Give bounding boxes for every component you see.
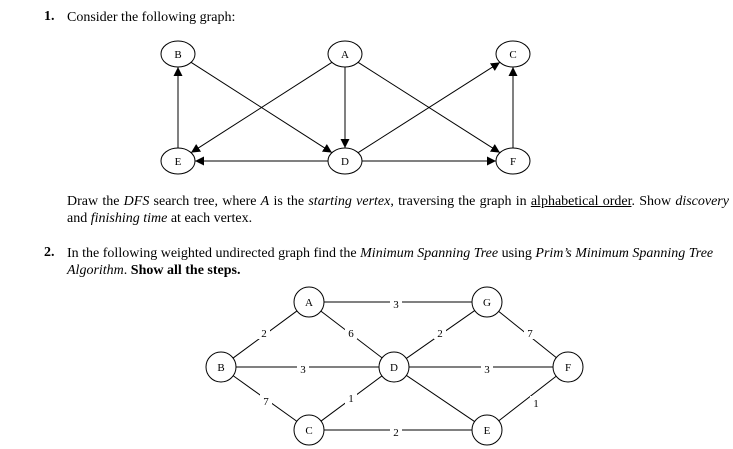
node-B: B [205, 351, 237, 383]
node-label: A [305, 297, 313, 309]
node-label: G [483, 297, 491, 309]
node-D: D [378, 351, 410, 383]
edge-C-E: 2 [324, 425, 472, 439]
question-1-instruction: Draw the DFS search tree, where A is the… [67, 194, 729, 226]
node-A: A [293, 286, 325, 318]
question-2-number: 2. [44, 245, 55, 260]
node-label: E [175, 156, 182, 168]
node-label: C [305, 425, 312, 437]
node-label: D [390, 362, 398, 374]
node-label: F [565, 362, 571, 374]
edge-E-F: 1 [498, 375, 557, 422]
edge-D-to-C [357, 61, 501, 154]
edge-C-D: 1 [320, 375, 383, 422]
node-label: A [341, 49, 349, 61]
edge-weight: 2 [437, 328, 443, 340]
node-D: D [327, 147, 363, 175]
node-F: F [552, 351, 584, 383]
edge-weight: 1 [533, 398, 539, 410]
edge-weight: 7 [527, 328, 533, 340]
edge-B-D: 3 [236, 362, 379, 376]
node-label: D [341, 156, 349, 168]
question-2-text: In the following weighted undirected gra… [67, 246, 714, 278]
node-E: E [471, 414, 503, 446]
edge-A-to-E [190, 61, 333, 154]
directed-graph-edges [173, 61, 518, 166]
edge-D-F: 3 [409, 362, 553, 376]
edge-weight: 3 [484, 364, 490, 376]
node-F: F [495, 147, 531, 175]
edge-G-F: 7 [498, 310, 557, 359]
edge-weight: 2 [261, 328, 267, 340]
node-label: C [509, 49, 516, 61]
node-C: C [495, 40, 531, 68]
edge-weight: 3 [300, 364, 306, 376]
question-1-number: 1. [44, 9, 55, 24]
edge-weight: 2 [393, 427, 399, 439]
node-A: A [327, 40, 363, 68]
edge-A-D: 6 [320, 310, 383, 359]
weighted-graph-nodes: A G B D F C E [205, 286, 584, 446]
node-label: E [484, 425, 491, 437]
edge-weight: 3 [393, 299, 399, 311]
edge-B-C: 7 [232, 375, 298, 422]
edge-G-D: 2 [406, 310, 475, 359]
node-G: G [471, 286, 503, 318]
node-label: F [510, 156, 516, 168]
directed-graph-nodes: B A C E D F [160, 40, 531, 175]
node-E: E [160, 147, 196, 175]
node-C: C [293, 414, 325, 446]
weighted-graph-edges: 3 2 6 2 7 3 7 1 3 2 1 [232, 297, 557, 439]
edge-weight: 7 [263, 396, 269, 408]
edge-A-B: 2 [232, 310, 298, 359]
edge-weight: 6 [348, 328, 354, 340]
edge-weight: 1 [348, 393, 354, 405]
node-label: B [217, 362, 224, 374]
edge-D-E [406, 374, 475, 423]
question-1-prompt: Consider the following graph: [67, 10, 236, 25]
node-B: B [160, 40, 196, 68]
node-label: B [174, 49, 181, 61]
edge-A-G: 3 [324, 297, 472, 311]
